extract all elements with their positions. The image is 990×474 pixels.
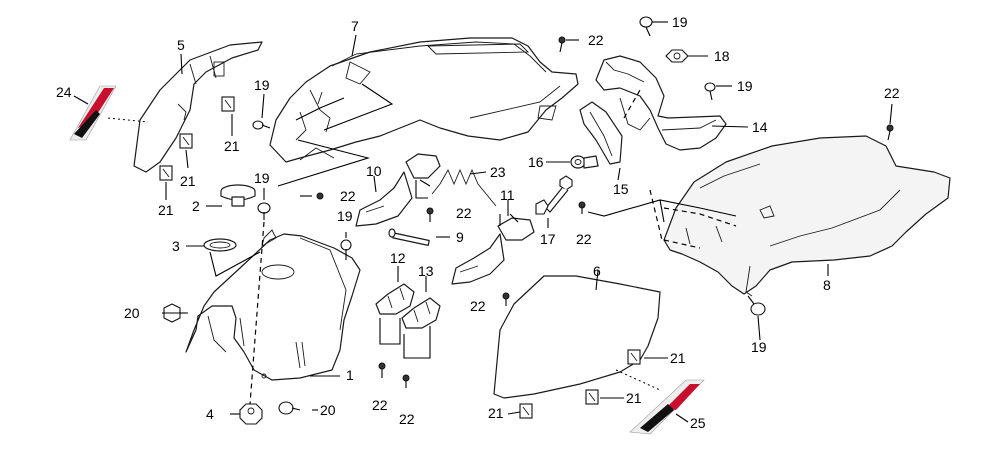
part-9-pin [388, 228, 430, 246]
callout-19-b: 19 [254, 170, 270, 186]
part-4-nut [239, 403, 263, 425]
callout-21-d: 21 [670, 350, 686, 366]
part-2-rubber-plug [220, 184, 256, 207]
callout-21-c: 21 [158, 202, 174, 218]
callout-11: 11 [500, 187, 515, 203]
part-1-front-inner-panel [185, 229, 361, 381]
callout-22-g: 22 [399, 411, 415, 427]
callout-25: 25 [690, 415, 706, 431]
screw-19-icons [252, 16, 766, 316]
screw-icon [402, 374, 410, 388]
callout-19-c: 19 [337, 208, 353, 224]
part-10-latch [355, 153, 441, 227]
screw-icon [704, 82, 716, 101]
part-12-clip [375, 283, 415, 315]
part-7-upper-cover [269, 37, 579, 163]
callout-21-b: 21 [180, 173, 196, 189]
part-17-bolt [535, 175, 573, 215]
callout-1: 1 [346, 367, 354, 383]
screw-icon [502, 292, 510, 306]
callout-21-a: 21 [224, 138, 240, 154]
clip-icon [627, 349, 641, 365]
clip-21-icons [159, 96, 641, 419]
callout-22-e: 22 [576, 231, 592, 247]
part-6-side-panel [493, 275, 661, 399]
clip-icon [221, 96, 235, 112]
part-25-decal [629, 379, 705, 435]
screw-icon [252, 120, 271, 130]
callout-19-e: 19 [737, 78, 753, 94]
screw-icon [340, 239, 352, 260]
callout-18: 18 [714, 48, 730, 64]
screw-icon [886, 124, 894, 141]
callout-labels: 1 2 3 4 5 6 7 8 9 10 11 12 13 14 15 16 1… [56, 14, 900, 431]
part-15-bracket [579, 101, 623, 165]
callout-17: 17 [540, 231, 556, 247]
callout-8: 8 [823, 277, 831, 293]
callout-21-f: 21 [488, 405, 504, 421]
callout-2: 2 [192, 198, 200, 214]
part-11-latch [451, 217, 535, 285]
part-16-grommet [570, 155, 599, 169]
callout-19-f: 19 [751, 339, 767, 355]
callout-19-a: 19 [254, 77, 270, 93]
clip-icon [585, 389, 599, 405]
callout-22-h: 22 [884, 85, 900, 101]
callout-7: 7 [351, 18, 359, 34]
screw-icon [278, 401, 301, 415]
callout-4: 4 [206, 406, 214, 422]
callout-24: 24 [56, 84, 72, 100]
callout-20-b: 20 [320, 402, 336, 418]
callout-10: 10 [366, 163, 382, 179]
clip-icon [159, 165, 173, 181]
callout-3: 3 [172, 238, 180, 254]
screw-icon [639, 16, 653, 37]
callout-13: 13 [418, 263, 434, 279]
callout-20-a: 20 [124, 305, 140, 321]
part-3-ring [203, 238, 237, 252]
part-24-decal [69, 85, 117, 141]
callout-9: 9 [456, 229, 464, 245]
part-18-nut [665, 49, 689, 63]
screw-icon [300, 192, 324, 200]
callout-22-b: 22 [340, 188, 356, 204]
screw-icon [558, 36, 566, 53]
part-23-spring [431, 168, 497, 207]
assembly-lines [107, 83, 737, 405]
screw-icon [747, 295, 766, 316]
callout-21-e: 21 [626, 390, 642, 406]
clip-icon [519, 403, 533, 419]
screw-icon [257, 202, 271, 220]
callout-19-d: 19 [672, 14, 688, 30]
leader-lines [73, 21, 893, 423]
screw-icon [378, 362, 386, 378]
part-5-side-trim [133, 41, 263, 173]
screw-20-icons [163, 303, 301, 415]
callout-23: 23 [490, 164, 506, 180]
screw-icon [578, 201, 586, 214]
part-14-inner-bracket [595, 55, 727, 151]
callout-12: 12 [390, 250, 406, 266]
callout-16: 16 [528, 154, 544, 170]
callout-15: 15 [613, 181, 629, 197]
part-13-clip [401, 297, 441, 329]
screw-22-icons [300, 36, 894, 388]
screw-icon [426, 207, 434, 222]
callout-22-d: 22 [470, 298, 486, 314]
callout-22-a: 22 [588, 32, 604, 48]
callout-22-c: 22 [456, 205, 472, 221]
clip-icon [179, 133, 193, 149]
callout-22-f: 22 [372, 397, 388, 413]
callout-6: 6 [593, 263, 601, 279]
part-8-rear-panel [663, 135, 951, 297]
callout-14: 14 [752, 119, 768, 135]
callout-5: 5 [177, 37, 185, 53]
